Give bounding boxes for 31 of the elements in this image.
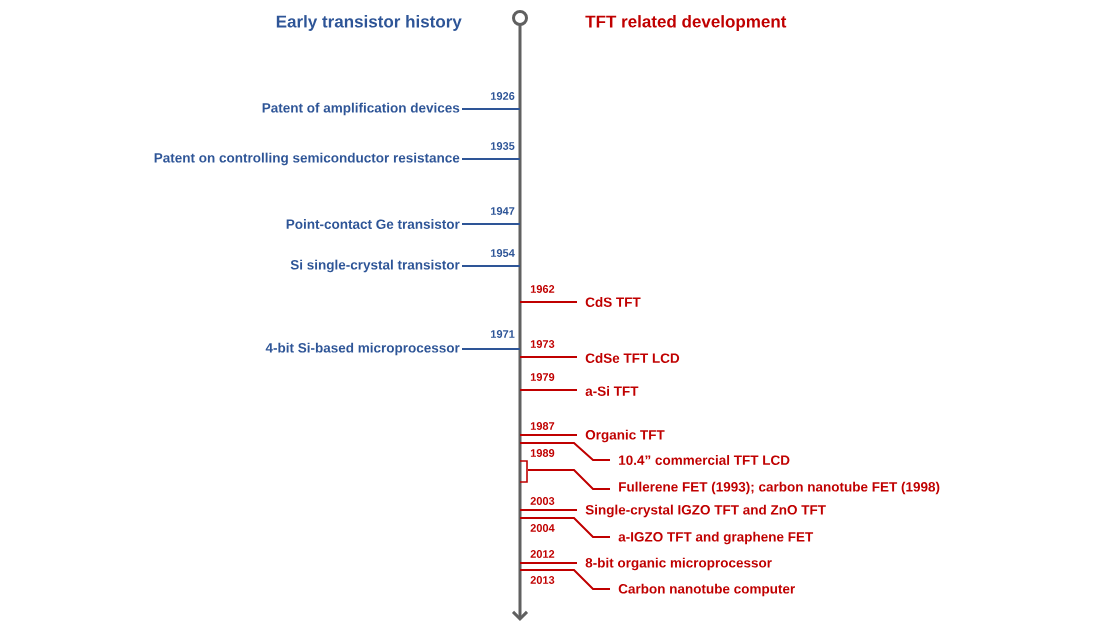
year-label: 1954 (491, 249, 515, 257)
year-label: 1935 (491, 142, 515, 150)
year-label: 1987 (530, 422, 555, 430)
event-label: CdSe TFT LCD (585, 353, 680, 363)
event-label: a-Si TFT (585, 386, 639, 396)
event-label: 10.4” commercial TFT LCD (619, 455, 790, 465)
heading: TFT related development (585, 15, 787, 31)
year-label: 2003 (530, 497, 555, 505)
year-label: 1979 (530, 373, 555, 381)
event-label: Organic TFT (585, 429, 665, 443)
event-label: Patent on controlling semiconductor resistance (154, 152, 460, 166)
event-label: a-IGZO TFT and graphene FET (618, 531, 814, 545)
year-label: 2004 (530, 524, 555, 532)
event-label: 4-bit Si-based microprocessor (265, 342, 460, 356)
event-label: Carbon nanotube computer (618, 583, 795, 597)
event-label: Si single-crystal transistor (290, 259, 460, 273)
heading: Early transistor history (276, 15, 462, 31)
event-label: Patent of amplification devices (262, 102, 460, 116)
event-label: Fullerene FET (1993); carbon nanotube FET (1998) (619, 481, 940, 495)
year-label: 1989 (530, 449, 555, 457)
event-label: 8-bit organic microprocessor (585, 557, 772, 571)
year-label: 1962 (530, 285, 555, 293)
year-label: 1973 (530, 340, 555, 348)
event-label: Single-crystal IGZO TFT and ZnO TFT (585, 504, 826, 518)
event-label: Point-contact Ge transistor (286, 219, 460, 229)
year-label: 2012 (530, 550, 555, 558)
year-label: 1947 (491, 207, 515, 215)
year-label: 2013 (530, 576, 555, 584)
year-label: 1926 (491, 92, 515, 100)
year-label: 1971 (491, 330, 515, 338)
event-label: CdS TFT (585, 297, 641, 307)
